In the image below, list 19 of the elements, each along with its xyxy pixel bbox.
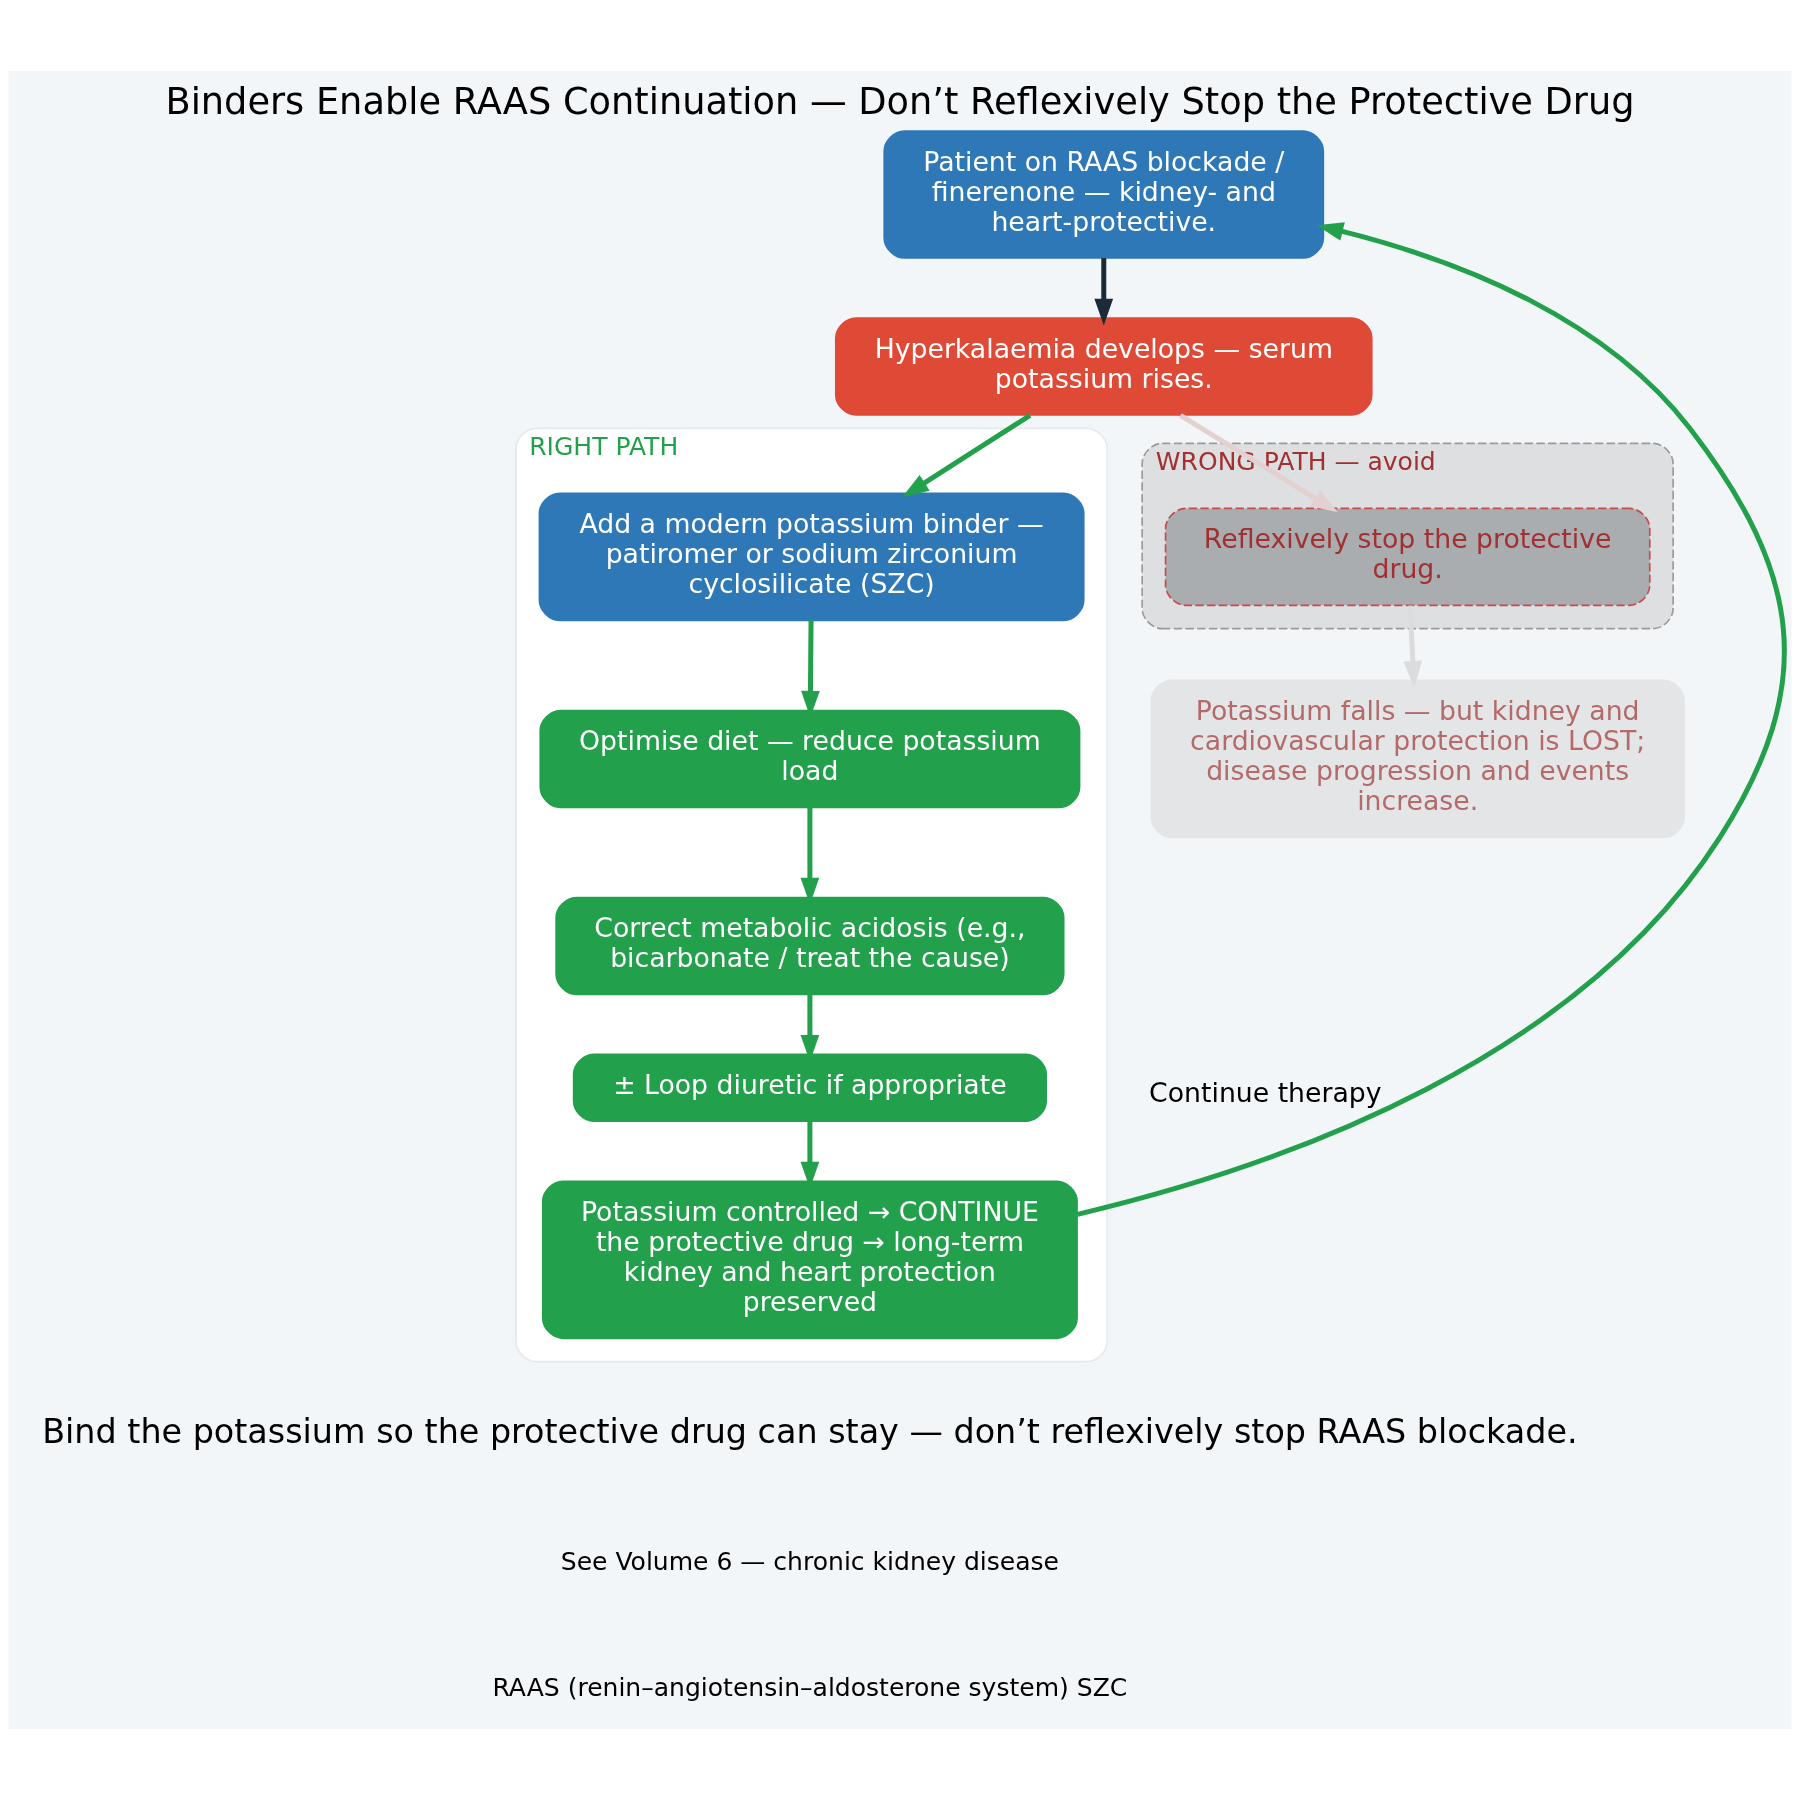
node-box: ± Loop diuretic if appropriate (572, 1053, 1047, 1123)
node-box: Correct metabolic acidosis (e.g., bicarbonate / treat the cause) (555, 896, 1065, 996)
arrow (1179, 413, 1338, 513)
label: RAAS (renin–angiotensin–aldosterone system) SZC (492, 1672, 1128, 1702)
arrow (1094, 258, 1114, 326)
caption: Bind the potassium so the protective drug can stay — don’t reflexively stop RAAS blockade. (42, 1412, 1578, 1452)
arrow (1076, 222, 1787, 1217)
arrow (1403, 605, 1423, 688)
node-box: Add a modern potassium binder — patiromer or sodium zirconium cyclosilicate (SZC) (538, 492, 1085, 622)
node-box: Hyperkalaemia develops — serum potassium rises. (834, 317, 1373, 416)
label: See Volume 6 — chronic kidney disease (560, 1547, 1060, 1577)
node-box: Patient on RAAS blockade / finerenone — kidney- and heart-protective. (883, 130, 1325, 259)
node-box: Optimise diet — reduce potassium load (539, 709, 1081, 809)
diagram-title: Binders Enable RAAS Continuation — Don’t Reflexively Stop the Protective Drug (165, 79, 1635, 123)
arrow (902, 413, 1032, 498)
edge-label: Continue therapy (1149, 1076, 1382, 1108)
node-box: Reflexively stop the protective drug. (1164, 507, 1651, 607)
node-box: Potassium falls — but kidney and cardiovascular protection is LOST; disease progression and events increase. (1150, 679, 1685, 839)
node-box: Potassium controlled → CONTINUE the protective drug → long-term kidney and heart protection preserved (541, 1180, 1078, 1340)
